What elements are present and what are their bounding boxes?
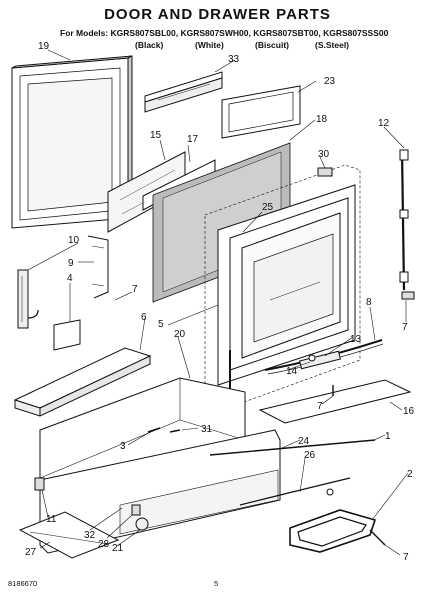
page-title: DOOR AND DRAWER PARTS (104, 6, 331, 23)
slide-rail (18, 511, 120, 559)
callout-6: 6 (141, 312, 147, 323)
callout-10: 10 (68, 235, 80, 246)
callout-3: 3 (120, 441, 126, 452)
hinge-bracket (87, 235, 109, 299)
label-plate (53, 319, 81, 351)
callout-33: 33 (228, 54, 240, 65)
drawer-screw-31 (169, 429, 181, 433)
callout-9: 9 (68, 258, 74, 269)
callout-12: 12 (378, 118, 390, 129)
callout-24: 24 (298, 436, 310, 447)
drawer-front (39, 429, 281, 554)
callout-8: 8 (366, 297, 372, 308)
callout-18: 18 (316, 114, 328, 125)
callout-28: 28 (98, 539, 110, 550)
model-list: For Models: KGRS807SBL00, KGRS807SWH00, … (60, 28, 389, 38)
callout-31: 31 (201, 424, 213, 435)
callout-5: 5 (158, 319, 164, 330)
callout-25: 25 (262, 202, 274, 213)
color-white-label: (White) (195, 40, 224, 50)
callout-7b: 7 (402, 322, 408, 333)
callout-26: 26 (304, 450, 316, 461)
callout-13: 13 (350, 334, 362, 345)
callout-20: 20 (174, 329, 186, 340)
outer-door-panel (11, 55, 133, 229)
door-latch (299, 350, 341, 370)
top-bracket (144, 71, 223, 113)
vent-frame (221, 85, 301, 139)
door-screw (308, 354, 316, 362)
kick-plate (258, 379, 412, 424)
leader-lines (27, 49, 409, 556)
callout-15: 15 (150, 130, 162, 141)
callout-16: 16 (403, 406, 415, 417)
callout-4: 4 (67, 273, 73, 284)
callout-17: 17 (187, 134, 199, 145)
caster-bracket (131, 504, 141, 516)
callout-21: 21 (112, 543, 124, 554)
callout-32: 32 (84, 530, 96, 541)
bake-element (289, 488, 386, 553)
callout-1: 1 (385, 431, 391, 442)
inner-door-panels (217, 184, 356, 386)
side-rail (399, 149, 415, 300)
callout-30: 30 (318, 149, 330, 160)
callout-14: 14 (286, 366, 298, 377)
doc-number: 8186670 (8, 579, 38, 588)
drawer-liner (13, 347, 152, 417)
callout-labels: 19 33 23 15 17 18 12 30 25 10 9 7 4 8 7 … (25, 41, 415, 563)
drawer-rail-1 (209, 439, 376, 456)
callout-2: 2 (407, 469, 413, 480)
clip-30 (317, 167, 333, 177)
leveling-leg (34, 477, 45, 491)
callout-7c: 7 (317, 401, 323, 412)
page-number: 5 (214, 579, 219, 588)
door-hinge (17, 269, 39, 329)
callout-23: 23 (324, 76, 336, 87)
color-biscuit-label: (Biscuit) (255, 40, 289, 50)
drawer-rail-26 (239, 477, 351, 506)
header: DOOR AND DRAWER PARTS For Models: KGRS80… (0, 0, 435, 60)
caster-wheel (135, 517, 149, 531)
callout-19: 19 (38, 41, 50, 52)
callout-7a: 7 (132, 284, 138, 295)
callout-27: 27 (25, 547, 37, 558)
drawer-screw-3 (147, 427, 161, 433)
color-steel-label: (S.Steel) (315, 40, 350, 50)
callout-7d: 7 (403, 552, 409, 563)
color-black-label: (Black) (135, 40, 164, 50)
callout-11: 11 (46, 514, 57, 525)
